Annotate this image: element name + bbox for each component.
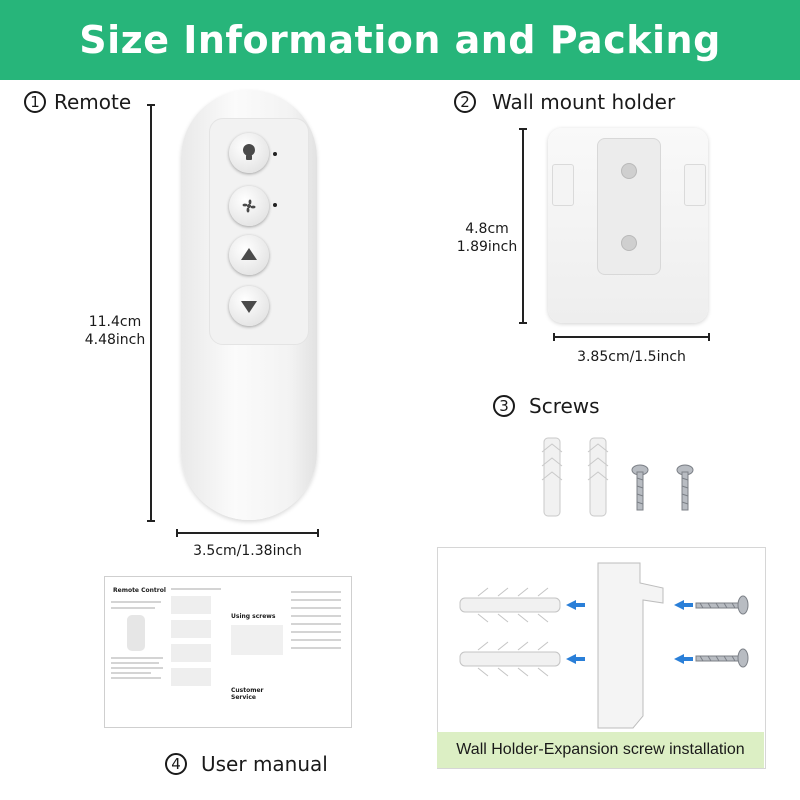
holder-height-inch: 1.89inch xyxy=(456,239,518,255)
remote-width-dimension-line xyxy=(176,529,319,537)
section-number-badge: 3 xyxy=(493,395,515,417)
screw xyxy=(676,464,694,511)
manual-column xyxy=(171,583,227,721)
remote-width-label: 3.5cm/1.38inch xyxy=(193,543,302,559)
holder-label: Wall mount holder xyxy=(492,90,676,114)
down-button xyxy=(229,286,269,326)
expansion-anchor xyxy=(459,641,561,677)
screw-hole xyxy=(621,163,637,179)
remote-height-cm: 11.4cm xyxy=(88,314,142,330)
holder-height-dimension-line xyxy=(519,128,527,324)
remote-height-label: 11.4cm 4.48inch xyxy=(80,313,150,349)
expansion-anchor xyxy=(541,437,563,517)
user-manual-image: Remote Control Using screws Customer Ser… xyxy=(104,576,352,728)
holder-height-cm: 4.8cm xyxy=(465,221,509,237)
screws-image xyxy=(541,437,694,517)
screws-label: Screws xyxy=(529,394,600,418)
holder-side-tab xyxy=(552,164,574,206)
manual-column xyxy=(111,597,167,721)
header-banner: Size Information and Packing xyxy=(0,0,800,80)
remote-height-dimension-line xyxy=(147,104,155,522)
arrow-down-icon xyxy=(241,301,257,313)
installation-caption: Wall Holder-Expansion screw installation xyxy=(437,732,764,768)
screw xyxy=(631,464,649,511)
holder-width-label: 3.85cm/1.5inch xyxy=(577,349,686,365)
page-title: Size Information and Packing xyxy=(79,18,721,62)
section-number-badge: 4 xyxy=(165,753,187,775)
remote-label: Remote xyxy=(54,90,132,114)
screw xyxy=(695,595,749,615)
fan-icon xyxy=(242,199,256,213)
installation-diagram xyxy=(459,562,749,729)
holder-back-plate xyxy=(597,138,661,275)
holder-width-dimension-line xyxy=(553,333,710,341)
indicator-dot xyxy=(273,203,277,207)
up-button xyxy=(229,235,269,275)
manual-page-title: Remote Control xyxy=(113,587,166,594)
fan-button xyxy=(229,186,269,226)
screws-section-label: 3 Screws xyxy=(493,394,600,418)
section-number-badge: 1 xyxy=(24,91,46,113)
expansion-anchor xyxy=(459,587,561,623)
manual-using-screws: Using screws xyxy=(231,613,276,620)
manual-customer-service: Customer Service xyxy=(231,687,264,701)
manual-column xyxy=(291,585,345,723)
light-bulb-button xyxy=(229,133,269,173)
light-bulb-icon xyxy=(243,144,255,160)
holder-height-label: 4.8cm 1.89inch xyxy=(452,220,522,256)
arrow-up-icon xyxy=(241,248,257,260)
section-number-badge: 2 xyxy=(454,91,476,113)
manual-column: Using screws Customer Service xyxy=(229,585,289,723)
expansion-anchor xyxy=(587,437,609,517)
holder-side-tab xyxy=(684,164,706,206)
remote-section-label: 1 Remote xyxy=(24,90,131,114)
manual-section-label: 4 User manual xyxy=(165,752,328,776)
screw-hole xyxy=(621,235,637,251)
arrow-left-icon xyxy=(566,600,693,664)
screw xyxy=(695,648,749,668)
remote-height-inch: 4.48inch xyxy=(84,332,146,348)
indicator-dot xyxy=(273,152,277,156)
manual-label: User manual xyxy=(201,752,328,776)
holder-section-label: 2 Wall mount holder xyxy=(454,90,675,114)
